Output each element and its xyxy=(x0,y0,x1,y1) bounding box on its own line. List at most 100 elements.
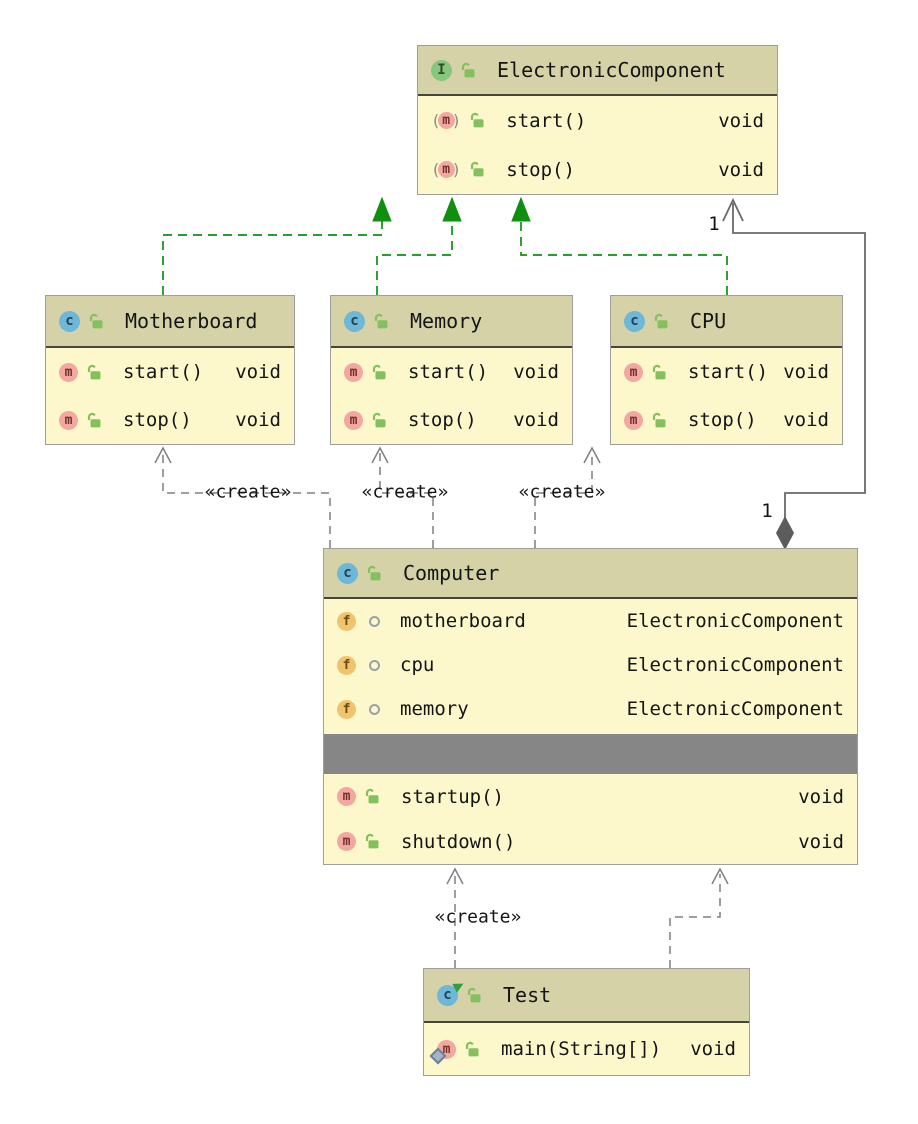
member-type: void xyxy=(783,409,829,431)
method-icon: m xyxy=(344,362,363,382)
field-row[interactable]: f cpu ElectronicComponent xyxy=(324,643,857,687)
realization-edge-memory[interactable] xyxy=(376,196,462,295)
lock-icon xyxy=(364,833,381,850)
field-row[interactable]: f motherboard ElectronicComponent xyxy=(324,599,857,643)
method-icon: m xyxy=(337,832,356,851)
lock-icon xyxy=(371,412,388,429)
realization-edge-motherboard[interactable] xyxy=(162,196,392,295)
field-icon: f xyxy=(337,699,356,719)
lock-icon xyxy=(460,62,477,79)
method-icon: m xyxy=(337,787,356,806)
field-type: ElectronicComponent xyxy=(626,610,844,632)
class-header-motherboard: c Motherboard xyxy=(46,296,294,348)
member-name: stop() xyxy=(123,409,192,431)
abstract-method-icon: (m) xyxy=(431,111,462,130)
class-icon: c xyxy=(344,310,365,332)
multiplicity-label-top: 1 xyxy=(708,213,720,235)
create-edge-computer-memory[interactable] xyxy=(371,446,434,548)
field-name: memory xyxy=(400,698,469,720)
create-edge-computer-cpu[interactable] xyxy=(534,446,601,548)
member-type: void xyxy=(513,409,559,431)
paren-close: ) xyxy=(451,160,462,179)
member-type: void xyxy=(235,361,281,383)
lock-icon xyxy=(469,112,486,129)
method-icon: m xyxy=(624,410,643,430)
create-edge-test-computer[interactable] xyxy=(446,867,464,968)
member-row[interactable]: m start() void xyxy=(331,348,572,396)
create-label-motherboard: «create» xyxy=(204,481,292,503)
field-name: cpu xyxy=(400,654,435,676)
paren-open: ( xyxy=(431,111,441,130)
class-title: Memory xyxy=(410,309,483,333)
lock-icon xyxy=(366,565,383,582)
method-icon: m xyxy=(624,362,643,382)
member-row[interactable]: m start() void xyxy=(611,348,842,396)
realization-edge-cpu[interactable] xyxy=(511,196,728,295)
class-icon: c xyxy=(337,562,358,584)
method-icon: m xyxy=(344,410,363,430)
field-icon: f xyxy=(337,655,356,675)
lock-icon xyxy=(86,412,103,429)
member-row[interactable]: m stop() void xyxy=(611,396,842,444)
lock-icon xyxy=(469,161,486,178)
class-box-test[interactable]: c Test m main(String[]) void xyxy=(423,968,750,1076)
field-icon: f xyxy=(337,611,356,631)
class-header-memory: c Memory xyxy=(331,296,572,348)
create-label-memory: «create» xyxy=(361,481,449,503)
member-row[interactable]: (m) stop() void xyxy=(418,145,777,194)
class-title: Motherboard xyxy=(125,309,258,333)
method-icon: m xyxy=(59,410,78,430)
interface-icon: I xyxy=(431,59,452,81)
association-edge-computer-electroniccomponent[interactable] xyxy=(722,197,866,550)
class-box-cpu[interactable]: c CPU m start() void m stop() void xyxy=(610,295,843,445)
class-box-electroniccomponent[interactable]: I ElectronicComponent (m) start() void (… xyxy=(417,45,778,195)
member-name: stop() xyxy=(408,409,477,431)
member-name: start() xyxy=(506,109,587,132)
private-visibility-icon xyxy=(369,659,380,671)
class-box-motherboard[interactable]: c Motherboard m start() void m stop() vo… xyxy=(45,295,295,445)
class-header-computer: c Computer xyxy=(324,549,857,599)
class-title: ElectronicComponent xyxy=(497,58,726,82)
member-type: void xyxy=(783,361,829,383)
class-title: CPU xyxy=(690,309,727,333)
member-type: void xyxy=(798,785,844,808)
member-type: void xyxy=(718,109,764,132)
field-type: ElectronicComponent xyxy=(626,698,844,720)
member-row[interactable]: m stop() void xyxy=(331,396,572,444)
lock-icon xyxy=(651,364,668,381)
create-edge-computer-motherboard[interactable] xyxy=(154,446,331,548)
member-row[interactable]: m main(String[]) void xyxy=(424,1023,749,1075)
member-row[interactable]: m startup() void xyxy=(324,774,857,819)
member-name: start() xyxy=(408,361,489,383)
lock-icon xyxy=(371,364,388,381)
multiplicity-label-bottom: 1 xyxy=(761,500,773,522)
class-box-memory[interactable]: c Memory m start() void m stop() void xyxy=(330,295,573,445)
member-name: start() xyxy=(688,361,769,383)
lock-icon xyxy=(86,364,103,381)
dependency-edge-test-computer[interactable] xyxy=(669,867,729,968)
class-title: Test xyxy=(503,983,552,1007)
paren-close: ) xyxy=(451,111,462,130)
class-box-computer[interactable]: c Computer f motherboard ElectronicCompo… xyxy=(323,548,858,865)
member-row[interactable]: (m) start() void xyxy=(418,96,777,145)
method-icon: m xyxy=(59,362,78,382)
member-row[interactable]: m shutdown() void xyxy=(324,819,857,864)
member-name: stop() xyxy=(506,158,575,181)
lock-icon xyxy=(651,412,668,429)
abstract-method-icon: (m) xyxy=(431,160,462,179)
member-name: stop() xyxy=(688,409,757,431)
runnable-class-icon: c xyxy=(437,978,466,1006)
field-row[interactable]: f memory ElectronicComponent xyxy=(324,687,857,731)
member-row[interactable]: m stop() void xyxy=(46,396,294,444)
member-row[interactable]: m start() void xyxy=(46,348,294,396)
class-header-electroniccomponent: I ElectronicComponent xyxy=(418,46,777,96)
member-name: startup() xyxy=(401,785,504,808)
class-header-cpu: c CPU xyxy=(611,296,842,348)
create-label-test: «create» xyxy=(434,906,522,928)
run-icon xyxy=(452,978,466,993)
member-name: start() xyxy=(123,361,204,383)
private-visibility-icon xyxy=(369,703,380,715)
member-type: void xyxy=(718,158,764,181)
class-icon: c xyxy=(59,310,80,332)
